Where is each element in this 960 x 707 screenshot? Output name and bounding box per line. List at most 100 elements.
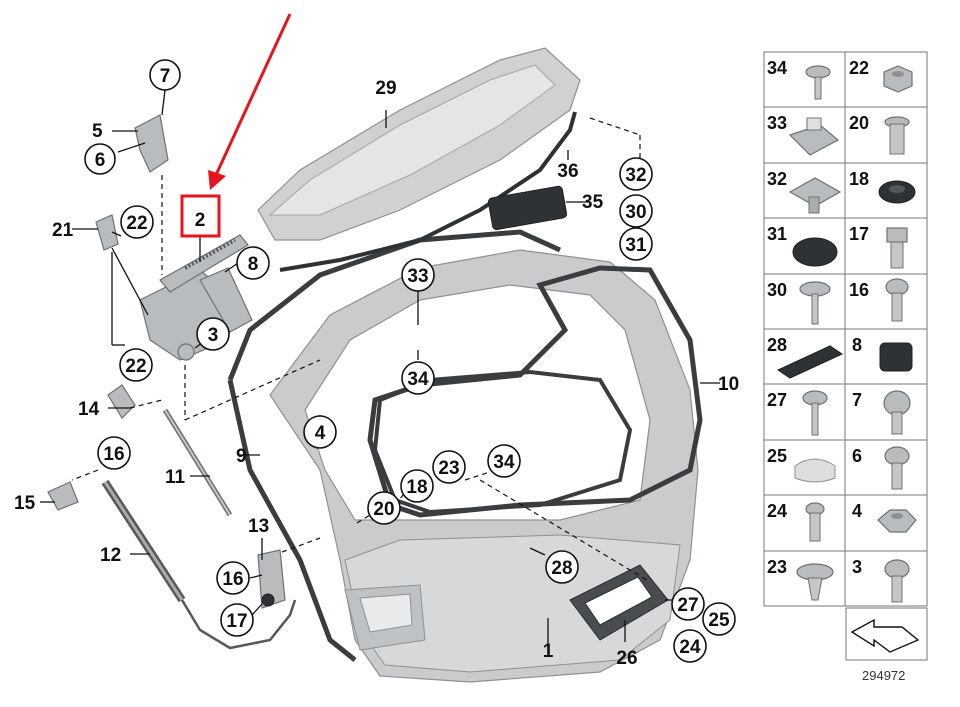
red-arrow-icon xyxy=(208,13,292,190)
bracket-15 xyxy=(47,481,79,511)
callout-28: 28 xyxy=(551,558,572,579)
diagram-reference-number: 294972 xyxy=(862,668,905,683)
callout-10: 10 xyxy=(718,374,739,395)
legend-label-18: 18 xyxy=(849,169,869,189)
spring-coil xyxy=(184,238,236,270)
callout-15: 15 xyxy=(14,493,36,514)
callout-24: 24 xyxy=(679,637,701,658)
callout-16a: 16 xyxy=(103,444,124,465)
callout-13: 13 xyxy=(248,516,269,537)
tailgate-shell xyxy=(269,249,699,683)
callout-26: 26 xyxy=(616,648,637,669)
legend-label-8: 8 xyxy=(852,335,862,355)
plate-frame-opening xyxy=(584,576,653,626)
callout-22b: 22 xyxy=(125,356,146,377)
callout-22a: 22 xyxy=(126,213,147,234)
legend-label-3: 3 xyxy=(852,557,862,577)
buffer-8-icon xyxy=(879,342,913,372)
callout-20: 20 xyxy=(373,499,394,520)
callout-16b: 16 xyxy=(222,569,243,590)
strut-12-highlight xyxy=(103,481,184,601)
grommet-18-icon xyxy=(878,180,916,204)
callout-11: 11 xyxy=(165,467,186,488)
pad-28-icon xyxy=(776,345,844,379)
inner-seal xyxy=(372,369,633,515)
legend-label-16: 16 xyxy=(849,280,869,300)
screw-6-icon xyxy=(884,446,910,490)
screw-24-icon xyxy=(805,502,825,542)
legend-label-22: 22 xyxy=(849,58,869,78)
legend-label-32: 32 xyxy=(767,169,787,189)
callout-5: 5 xyxy=(92,121,103,142)
legend-label-27: 27 xyxy=(767,390,787,410)
bracket-21 xyxy=(95,214,119,251)
nut-4-icon xyxy=(877,509,917,533)
strut-11-highlight xyxy=(164,409,231,516)
clip-23-icon xyxy=(796,563,834,601)
hinge-bolt xyxy=(177,343,195,361)
legend-label-34: 34 xyxy=(767,58,787,78)
callout-21: 21 xyxy=(52,220,74,241)
release-cable xyxy=(180,599,297,650)
callout-32: 32 xyxy=(625,165,646,186)
spreader-17-icon xyxy=(886,227,908,269)
highlight-box xyxy=(180,194,221,238)
clip-33-icon xyxy=(788,117,840,156)
callout-23: 23 xyxy=(438,458,459,479)
callout-36: 36 xyxy=(557,161,578,182)
latch-13 xyxy=(257,549,286,609)
callout-9: 9 xyxy=(236,446,247,467)
legend-label-28: 28 xyxy=(767,335,787,355)
fastener-34-icon xyxy=(805,65,831,100)
bracket-8 xyxy=(199,267,253,333)
bracket-5 xyxy=(134,114,169,173)
callout-30: 30 xyxy=(625,202,646,223)
callout-4: 4 xyxy=(315,423,326,444)
callout-25: 25 xyxy=(708,610,730,631)
legend-label-4: 4 xyxy=(852,501,862,521)
legend-label-30: 30 xyxy=(767,280,787,300)
callout-12: 12 xyxy=(100,545,121,566)
callouts: 7 5 6 2 21 22 8 3 22 14 16 11 15 12 13 1… xyxy=(14,59,739,669)
fastener-legend: 34 22 33 20 32 18 31 17 30 16 28 8 27 7 … xyxy=(763,51,928,661)
nut-22-icon xyxy=(883,65,913,93)
callout-circle xyxy=(149,59,181,91)
callout-34a: 34 xyxy=(407,369,429,390)
callout-17: 17 xyxy=(226,611,247,632)
screw-7-icon xyxy=(883,390,911,435)
legend-label-6: 6 xyxy=(852,446,862,466)
callout-3: 3 xyxy=(208,325,219,346)
spoiler-trim-strip xyxy=(279,111,577,272)
callout-6: 6 xyxy=(95,150,106,171)
callout-27: 27 xyxy=(677,595,698,616)
callout-8: 8 xyxy=(248,254,259,275)
legend-label-31: 31 xyxy=(767,224,787,244)
callout-31: 31 xyxy=(625,235,647,256)
callout-1: 1 xyxy=(543,641,554,662)
callout-7: 7 xyxy=(160,66,171,87)
callout-2: 2 xyxy=(195,210,206,231)
clip-32-icon xyxy=(788,177,842,214)
callout-35: 35 xyxy=(582,192,604,213)
callout-18: 18 xyxy=(406,477,427,498)
screw-3-icon xyxy=(884,559,910,603)
control-module xyxy=(487,185,568,231)
rear-spoiler xyxy=(257,47,581,241)
screw-16-icon xyxy=(885,278,909,322)
legend-label-17: 17 xyxy=(849,224,869,244)
screw-30-icon xyxy=(799,281,831,325)
callout-29: 29 xyxy=(375,78,396,99)
direction-arrow-icon xyxy=(850,618,920,653)
cap-25-icon xyxy=(794,458,836,483)
callout-33: 33 xyxy=(407,266,428,287)
leader-lines xyxy=(40,89,720,645)
bracket-14 xyxy=(107,384,136,419)
legend-label-20: 20 xyxy=(849,113,869,133)
plug-31-icon xyxy=(792,237,838,267)
callout-14: 14 xyxy=(78,399,100,420)
outer-seal xyxy=(227,229,562,662)
rivet-nut-20-icon xyxy=(884,116,910,155)
legend-label-25: 25 xyxy=(767,446,787,466)
legend-label-33: 33 xyxy=(767,113,787,133)
